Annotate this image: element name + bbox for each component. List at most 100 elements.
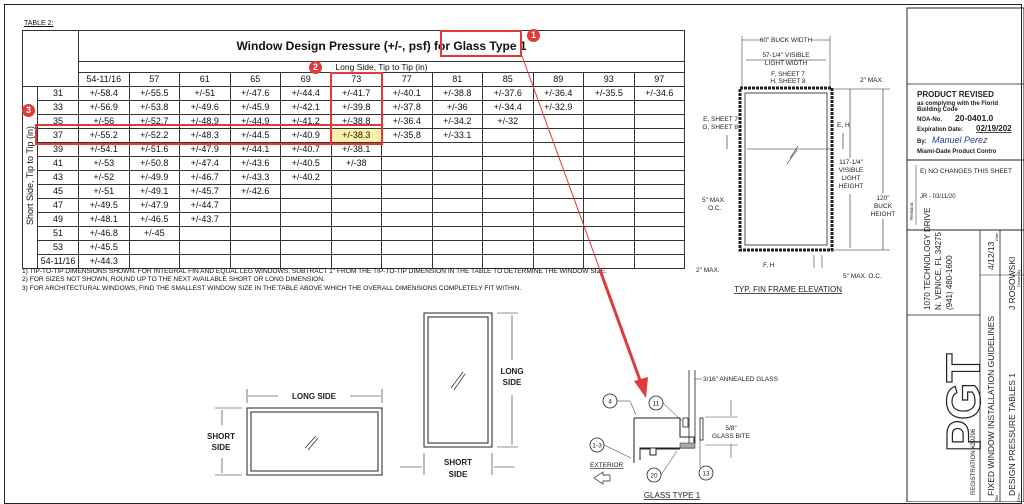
svg-text:GLASS BITE: GLASS BITE [712, 433, 751, 440]
svg-text:5" MAX.: 5" MAX. [702, 197, 726, 204]
glass-spec-label: 3/16" ANNEALED GLASS [703, 376, 779, 383]
svg-text:VISIBLE: VISIBLE [839, 167, 864, 174]
annotation-badge-2: 2 [309, 61, 322, 74]
row-header: 31 [37, 86, 79, 101]
svg-text:5/8": 5/8" [725, 425, 737, 432]
svg-text:BUCK: BUCK [874, 203, 893, 210]
note-3: 3) FOR ARCHITECTURAL WINDOWS, FIND THE S… [22, 284, 522, 292]
fin-frame-elevation: 60" BUCK WIDTH 57-1/4" VISIBLE LIGHT WID… [696, 34, 896, 294]
svg-text:EXTERIOR: EXTERIOR [590, 462, 624, 469]
svg-text:SHORT: SHORT [207, 432, 235, 441]
table-notes: 1) TIP-TO-TIP DIMENSIONS SHOWN. FOR INTE… [22, 268, 607, 293]
svg-text:Expiration Date:: Expiration Date: [917, 127, 963, 133]
svg-text:11: 11 [653, 401, 660, 408]
table-row: 47+/-49.5+/-47.9+/-44.7 [23, 198, 685, 213]
svg-text:as complying with the Florid: as complying with the Florid [917, 101, 998, 107]
sheet-title: FIXED WINDOW INSTALLATION GUIDELINES [986, 316, 996, 496]
window-size-diagrams: LONG SIDE SHORT SIDE LONG SIDE SHORT SID… [207, 312, 524, 479]
svg-text:120": 120" [876, 195, 890, 202]
svg-text:117-1/4": 117-1/4" [839, 159, 864, 166]
svg-text:1-3: 1-3 [592, 443, 602, 450]
glass-type-title: Glass Type 1 [453, 38, 527, 53]
svg-text:J ROSOWSKI: J ROSOWSKI [1007, 257, 1017, 310]
svg-text:Revision:: Revision: [909, 201, 914, 220]
svg-text:SIDE: SIDE [503, 378, 522, 387]
svg-text:20: 20 [650, 473, 658, 480]
svg-text:Building Code: Building Code [917, 107, 958, 113]
svg-text:2" MAX.: 2" MAX. [860, 77, 884, 84]
table-row: 51+/-46.8+/-45 [23, 226, 685, 241]
row-header: 45 [37, 184, 79, 199]
svg-text:4/12/13: 4/12/13 [986, 241, 996, 270]
table-cell [633, 254, 685, 269]
glass-pane [744, 92, 828, 246]
annotation-badge-1: 1 [527, 29, 540, 42]
svg-text:HEIGHT: HEIGHT [839, 183, 864, 190]
svg-text:JR - 03/11/20: JR - 03/11/20 [920, 194, 956, 200]
table-row: 49+/-48.1+/-46.5+/-43.7 [23, 212, 685, 227]
note-1: 1) TIP-TO-TIP DIMENSIONS SHOWN. FOR INTE… [22, 268, 607, 275]
table-corner [22, 30, 79, 87]
svg-text:13: 13 [702, 471, 710, 478]
svg-text:N. VENICE, FL 34275: N. VENICE, FL 34275 [934, 231, 943, 310]
pgt-logo: PGT [938, 353, 991, 452]
table-row: 39+/-54.1+/-51.6+/-47.9+/-44.1+/-40.7+/-… [23, 142, 685, 157]
svg-text:Desc.: Desc. [1016, 492, 1021, 502]
table-title: Window Design Pressure (+/-, psf) for Gl… [78, 30, 685, 62]
svg-text:E, H: E, H [837, 122, 850, 129]
svg-text:SIDE: SIDE [212, 443, 231, 452]
table-row: 45+/-51+/-49.1+/-45.7+/-42.6 [23, 184, 685, 199]
table-row: 37+/-55.2+/-52.2+/-48.3+/-44.5+/-40.9+/-… [23, 128, 685, 143]
table-label: TABLE 2: [24, 20, 54, 27]
svg-text:NOA-No.: NOA-No. [917, 117, 942, 123]
svg-text:4: 4 [608, 399, 612, 406]
glass-type-highlight-box [440, 30, 522, 57]
svg-text:O.C.: O.C. [708, 205, 722, 212]
svg-text:1070 TECHNOLOGY DRIVE: 1070 TECHNOLOGY DRIVE [923, 208, 932, 310]
svg-text:HEIGHT: HEIGHT [871, 211, 896, 218]
svg-text:SHORT: SHORT [444, 458, 472, 467]
svg-text:Date: Date [994, 232, 999, 241]
svg-text:E) NO CHANGES THIS SHEET: E) NO CHANGES THIS SHEET [920, 168, 1012, 175]
annotation-badge-3: 3 [22, 104, 35, 117]
svg-text:2" MAX.: 2" MAX. [696, 267, 720, 274]
table-row: 53+/-45.5 [23, 240, 685, 255]
svg-text:LIGHT: LIGHT [841, 175, 860, 182]
svg-text:LONG: LONG [500, 367, 523, 376]
stamp-title: PRODUCT REVISED [917, 90, 994, 99]
svg-text:H, SHEET 8: H, SHEET 8 [770, 78, 806, 85]
svg-text:Miami-Dade Product Contro: Miami-Dade Product Contro [917, 149, 997, 155]
svg-text:5" MAX. O.C.: 5" MAX. O.C. [843, 273, 882, 280]
fin-frame-outer [738, 86, 834, 252]
table-row: 54-11/16+/-44.3 [23, 254, 685, 269]
svg-text:Drawn By: Drawn By [1016, 270, 1021, 287]
svg-text:By:: By: [917, 139, 927, 145]
svg-text:57-1/4" VISIBLE: 57-1/4" VISIBLE [762, 52, 810, 59]
svg-text:REGISTRATION #29296: REGISTRATION #29296 [971, 428, 977, 495]
note-2: 2) FOR SIZES NOT SHOWN, ROUND UP TO THE … [22, 276, 325, 284]
sheet-subtitle: DESIGN PRESSURE TABLES 1 [1007, 373, 1017, 496]
highlighted-cell: +/-38.3 [330, 128, 382, 143]
svg-text:Title: Title [994, 494, 999, 502]
table-row: Short Side, Tip to Tip (in)31+/-58.4+/-5… [22, 86, 685, 269]
svg-text:F, SHEET 7: F, SHEET 7 [771, 71, 805, 78]
signature: Manuel Perez [932, 135, 988, 145]
row-header: 54-11/16 [37, 254, 79, 269]
table-cell: +/-44.3 [78, 254, 130, 269]
elevation-title: TYP. FIN FRAME ELEVATION [734, 285, 842, 294]
row-37-highlight-box [35, 124, 383, 145]
svg-text:LIGHT WIDTH: LIGHT WIDTH [765, 60, 807, 67]
long-side-label: LONG SIDE [292, 392, 337, 401]
svg-text:(941) 480-1600: (941) 480-1600 [945, 255, 954, 310]
svg-text:E, SHEET 7: E, SHEET 7 [703, 116, 738, 123]
svg-text:SIDE: SIDE [449, 470, 468, 479]
svg-text:F, H: F, H [763, 262, 775, 269]
glass-type-section: 3/16" ANNEALED GLASS 5/8" GLASS BITE EXT… [589, 370, 779, 500]
buck-width-label: 60" BUCK WIDTH [760, 37, 813, 44]
title-block: PGT PRODUCT REVISED as complying with th… [906, 7, 1024, 502]
svg-text:G, SHEET 8: G, SHEET 8 [702, 124, 738, 131]
svg-text:20-0401.0: 20-0401.0 [955, 113, 994, 123]
section-title: GLASS TYPE 1 [644, 491, 701, 500]
svg-text:02/19/202: 02/19/202 [976, 124, 1012, 133]
